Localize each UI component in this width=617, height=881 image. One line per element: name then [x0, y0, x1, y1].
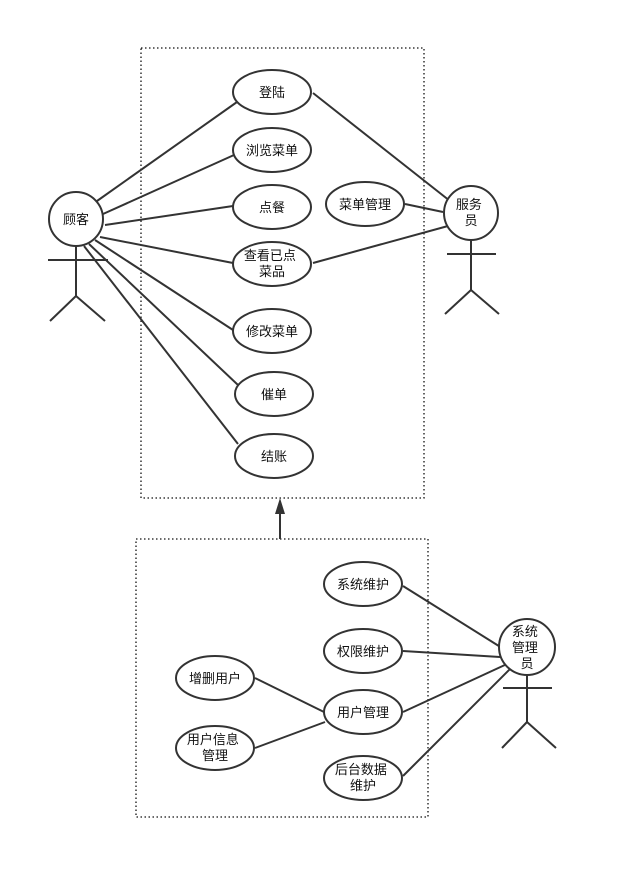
- use-case-user-management: 用户管理: [323, 689, 403, 735]
- edge-waiter-menu-management: [404, 203, 444, 213]
- use-case-system-maintenance: 系统维护: [323, 561, 403, 607]
- svg-text:浏览菜单: 浏览菜单: [246, 143, 298, 159]
- svg-text:修改菜单: 修改菜单: [246, 325, 298, 340]
- use-case-login: 登陆: [232, 69, 312, 115]
- edge-admin-permission-maintenance: [402, 650, 501, 658]
- svg-text:后台数据 维护: 后台数据 维护: [335, 763, 391, 794]
- association-edges: [83, 92, 513, 777]
- use-case-permission-maintenance: 权限维护: [323, 628, 403, 674]
- svg-text:用户信息 管理: 用户信息 管理: [187, 732, 243, 764]
- use-case-menu-management: 菜单管理: [325, 181, 405, 227]
- use-case-user-info-management: 用户信息 管理: [175, 725, 255, 771]
- svg-text:用户管理: 用户管理: [337, 705, 389, 721]
- edge-add-delete-user: [254, 677, 325, 713]
- edge-admin-system-maintenance: [402, 585, 503, 649]
- edge-customer-modify-menu: [94, 239, 234, 331]
- svg-text:系统维护: 系统维护: [337, 578, 389, 593]
- use-case-order: 点餐: [232, 184, 312, 230]
- use-case-browse-menu: 浏览菜单: [232, 127, 312, 173]
- actor-waiter-label: 服务 员: [456, 197, 486, 229]
- use-case-checkout: 结账: [234, 433, 314, 479]
- use-case-rush-order: 催单: [234, 371, 314, 417]
- use-case-view-ordered: 查看已点 菜品: [232, 241, 312, 287]
- svg-text:点餐: 点餐: [259, 200, 285, 216]
- actor-sysadmin: 系统 管理 员: [498, 618, 557, 749]
- use-case-backend-data-maintenance: 后台数据 维护: [323, 755, 403, 801]
- actor-customer-label: 顾客: [63, 212, 89, 228]
- svg-text:查看已点 菜品: 查看已点 菜品: [244, 248, 300, 280]
- edge-customer-rush-order: [88, 243, 239, 386]
- svg-text:权限维护: 权限维护: [337, 644, 389, 660]
- edge-admin-backend-data: [402, 666, 513, 777]
- svg-text:菜单管理: 菜单管理: [339, 198, 391, 213]
- boundary-arrow-head: [275, 498, 285, 514]
- use-case-add-delete-user: 增删用户: [175, 655, 255, 701]
- actor-sysadmin-label: 系统 管理 员: [512, 625, 542, 672]
- edge-waiter-login: [312, 92, 451, 202]
- edge-admin-user-management: [402, 663, 508, 713]
- svg-text:登陆: 登陆: [259, 85, 285, 101]
- actor-waiter: 服务 员: [443, 185, 500, 315]
- edge-customer-view-ordered: [99, 236, 234, 264]
- use-case-modify-menu: 修改菜单: [232, 308, 312, 354]
- svg-text:结账: 结账: [261, 450, 287, 465]
- edge-customer-browse-menu: [102, 154, 235, 215]
- edge-user-info-management: [254, 721, 326, 749]
- upper-system-boundary: [140, 47, 425, 499]
- actor-waiter-head: [443, 185, 499, 241]
- actor-customer: 顾客: [48, 191, 108, 322]
- edge-waiter-view-ordered: [312, 225, 449, 264]
- edge-customer-order: [104, 205, 234, 226]
- edge-customer-checkout: [83, 245, 239, 445]
- edge-customer-login: [96, 101, 238, 202]
- lower-system-boundary: [135, 538, 429, 818]
- svg-text:催单: 催单: [261, 388, 287, 403]
- svg-text:增删用户: 增删用户: [189, 671, 241, 687]
